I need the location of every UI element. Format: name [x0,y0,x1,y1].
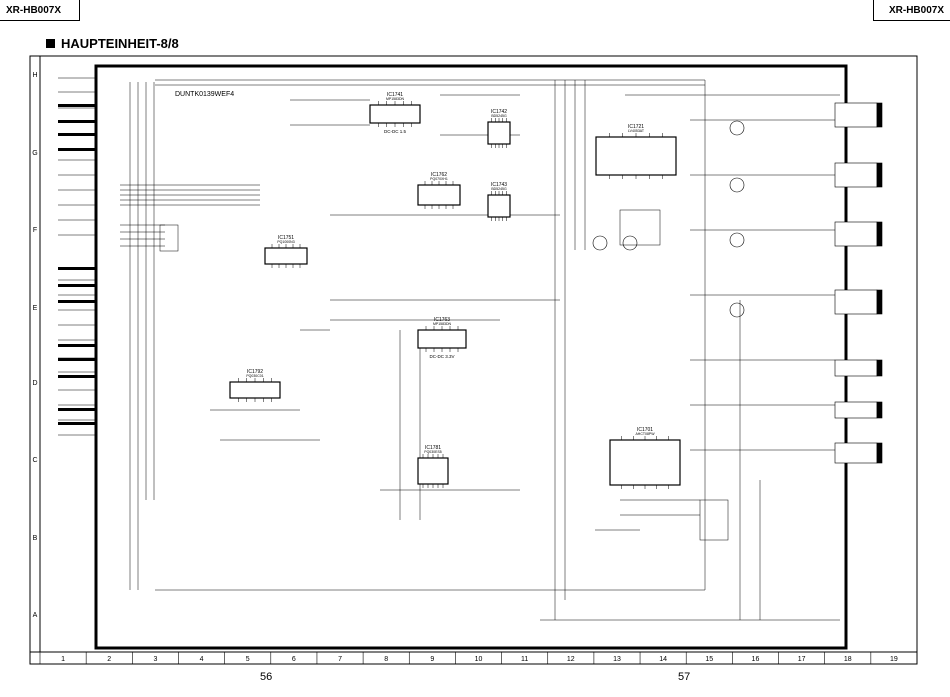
page-number-left: 56 [260,671,273,683]
board-code: DUNTK0139WEF4 [175,91,234,98]
ic-part: PQ030ES5 [424,450,442,454]
column-label: 3 [153,656,157,663]
frame-border [29,55,918,665]
row-label: B [33,535,38,542]
column-label: 13 [613,656,621,663]
column-label: 10 [475,656,483,663]
model-left-label: XR-HB007X [6,4,62,16]
connector-grid [159,209,729,541]
ic-note: DC-DC 1.5 [384,129,407,134]
ic-name: IC1743 [491,182,507,188]
column-label: 2 [107,656,111,663]
column-label: 18 [844,656,852,663]
row-label: C [32,457,37,464]
left-connectors [58,104,96,425]
column-label: 11 [521,656,528,663]
model-tab-left: XR-HB007X [0,0,80,21]
ic-name: IC1742 [491,109,507,115]
ic-name: IC1792 [247,369,263,375]
column-label: 1 [61,656,65,663]
column-label: 16 [752,656,760,663]
row-label: G [32,150,37,157]
ic-part: MP1583DN [386,97,405,101]
title-text: HAUPTEINHEIT-8/8 [61,36,179,51]
column-label: 4 [200,656,204,663]
column-label: 12 [567,656,575,663]
column-label: 19 [890,656,898,663]
ic-name: IC1762 [431,172,447,178]
row-label: E [33,305,38,312]
ic-part: PQ030C01 [246,374,263,378]
column-label: 7 [338,656,342,663]
ic-part: BD5245G [491,187,507,191]
ic-name: IC1751 [278,235,294,241]
ic-name: IC1763 [434,317,450,323]
wiring [58,77,840,621]
column-label: 9 [430,656,434,663]
column-label: 6 [292,656,296,663]
ic-part: PQ070XH1 [430,177,448,181]
row-label: A [33,612,38,619]
right-connectors [834,102,883,464]
page-number-right: 57 [678,671,691,683]
row-label: H [32,72,37,79]
column-label: 15 [705,656,713,663]
ic-name: IC1721 [628,124,644,130]
ic-part: MP1583DN [433,322,452,326]
column-label: 17 [798,656,806,663]
ic-part: AHCT08PW [635,432,655,436]
ic-name: IC1741 [387,92,403,98]
page-title: HAUPTEINHEIT-8/8 [46,36,179,51]
ic-part: BD5245G [491,114,507,118]
ic-note: DC-DC 3.3V [429,354,454,359]
column-label: 8 [384,656,388,663]
ic-name: IC1781 [425,445,441,451]
column-label: 5 [246,656,250,663]
ic-name: IC1701 [637,427,653,433]
transistors [592,120,745,318]
ic-part: PQ1000N3 [277,240,294,244]
column-label: 14 [659,656,667,663]
ic-part: LV4053AT [628,129,645,133]
title-square-icon [46,39,55,48]
row-label: F [33,227,37,234]
row-label: D [32,380,37,387]
model-tab-right: XR-HB007X [873,0,950,21]
model-right-label: XR-HB007X [888,4,944,16]
